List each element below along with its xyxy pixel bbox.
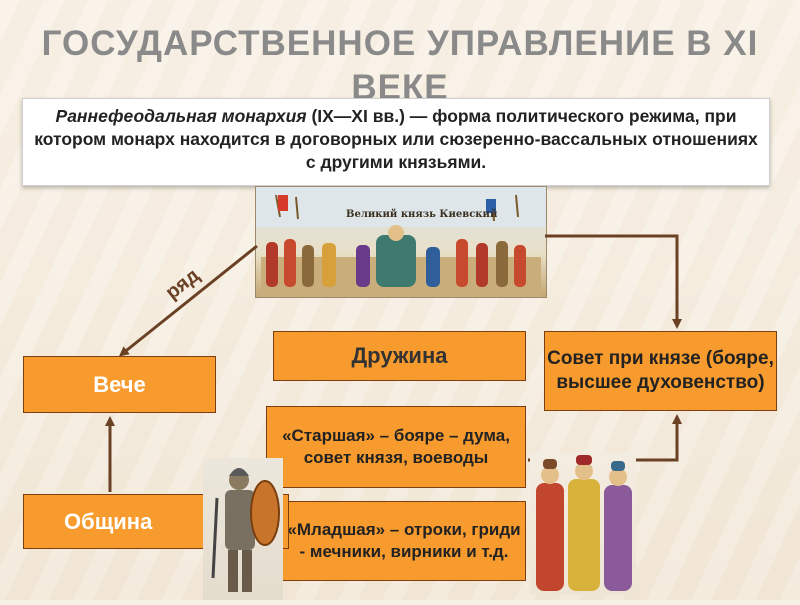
veche-box: Вече bbox=[23, 356, 216, 413]
arrow-label-ryad: ряд bbox=[162, 264, 204, 304]
grand-prince-caption: Великий князь Киевский bbox=[346, 209, 498, 220]
arrow-prince-to-veche bbox=[118, 244, 258, 357]
page-title: ГОСУДАРСТВЕННОЕ УПРАВЛЕНИЕ В XI ВЕКЕ bbox=[41, 24, 759, 107]
sovet-box: Совет при князе (бояре, высшее духовенст… bbox=[544, 331, 777, 411]
definition-text: (IX—XI вв.) — форма политического режима… bbox=[34, 106, 758, 172]
grand-prince-illustration: Великий князь Киевский bbox=[255, 186, 547, 298]
druzhina-box: Дружина bbox=[273, 331, 526, 381]
starshaya-box: «Старшая» – бояре – дума, совет князя, в… bbox=[266, 406, 526, 488]
mladshaya-box: «Младшая» – отроки, гриди - мечники, вир… bbox=[282, 501, 526, 581]
definition-term: Раннефеодальная монархия bbox=[55, 106, 307, 126]
warrior-illustration bbox=[203, 458, 283, 600]
arrow-prince-to-sovet bbox=[545, 234, 682, 329]
boyars-illustration bbox=[530, 453, 636, 595]
grand-prince-scene bbox=[256, 187, 546, 297]
definition-box: Раннефеодальная монархия (IX—XI вв.) — ф… bbox=[22, 98, 770, 186]
